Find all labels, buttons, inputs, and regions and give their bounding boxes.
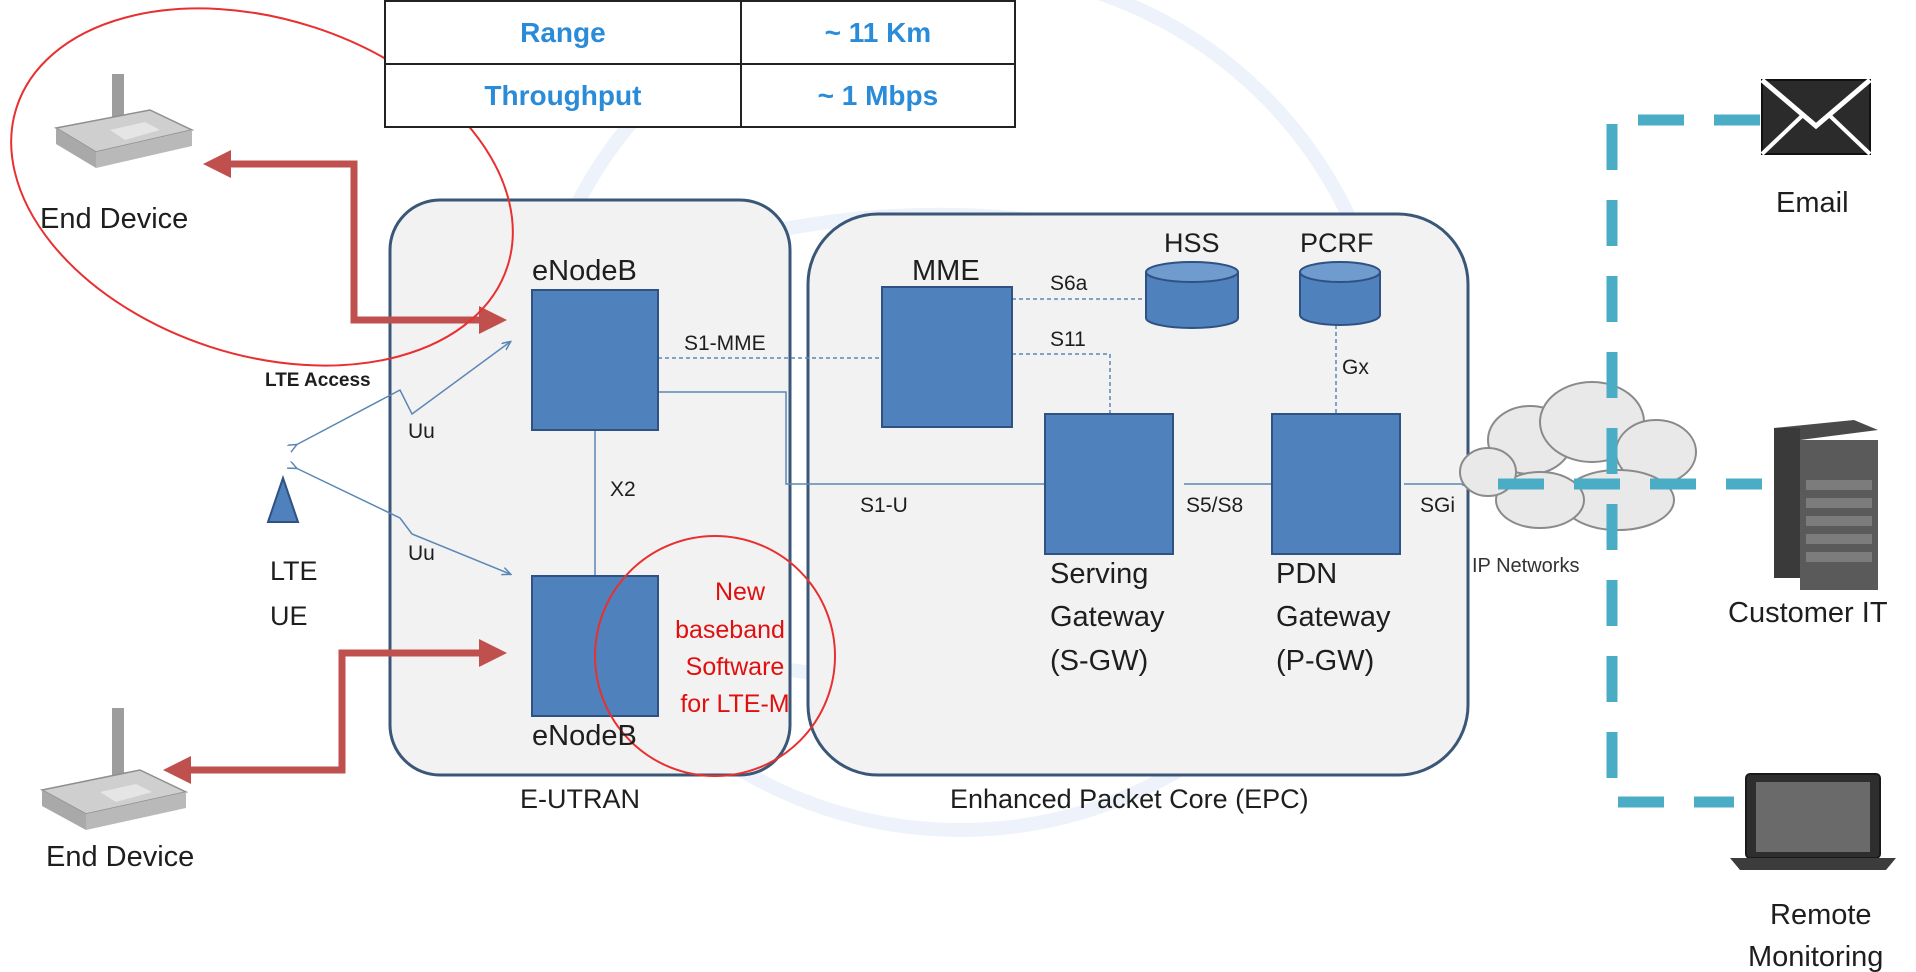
mme-label: MME bbox=[912, 255, 980, 287]
email-label: Email bbox=[1776, 187, 1849, 219]
interface-s1-u-label: S1-U bbox=[860, 494, 908, 517]
factory-icon-top bbox=[53, 74, 195, 168]
cloud-icon[interactable] bbox=[1459, 381, 1697, 531]
serving-gateway-box[interactable] bbox=[1044, 413, 1174, 555]
serving-gateway-label-line2: Gateway bbox=[1050, 601, 1165, 633]
hss-label: HSS bbox=[1164, 228, 1220, 258]
epc-group-label: Enhanced Packet Core (EPC) bbox=[950, 784, 1309, 814]
spec-row-throughput: Throughput ~ 1 Mbps bbox=[384, 63, 1017, 128]
eutran-group-label: E-UTRAN bbox=[520, 784, 640, 814]
enodeb-top-box[interactable] bbox=[531, 289, 659, 431]
laptop-icon[interactable] bbox=[1730, 773, 1896, 870]
customer-it-label: Customer IT bbox=[1728, 597, 1888, 629]
remote-monitoring-label-line2: Monitoring bbox=[1748, 941, 1883, 972]
ip-networks-label: IP Networks bbox=[1472, 555, 1579, 577]
baseband-highlight-circle bbox=[594, 535, 836, 777]
interface-sgi-label: SGi bbox=[1420, 494, 1455, 517]
interface-uu-top-label: Uu bbox=[408, 420, 435, 443]
end-device-highlight-circle bbox=[10, 7, 514, 367]
spec-table: Range ~ 11 Km Throughput ~ 1 Mbps bbox=[384, 0, 1017, 128]
serving-gateway-label-line1: Serving bbox=[1050, 558, 1148, 590]
pdn-gateway-label-line1: PDN bbox=[1276, 558, 1337, 590]
hss-database-icon[interactable] bbox=[1145, 261, 1239, 329]
pdn-gateway-label-line2: Gateway bbox=[1276, 601, 1391, 633]
pdn-gateway-label-line3: (P-GW) bbox=[1276, 645, 1374, 677]
new-baseband-line2: baseband bbox=[675, 616, 785, 644]
lte-ue-label-line1: LTE bbox=[270, 556, 318, 586]
serving-gateway-label-line3: (S-GW) bbox=[1050, 645, 1148, 677]
enodeb-bottom-label: eNodeB bbox=[532, 720, 637, 752]
radio-links bbox=[296, 342, 510, 574]
end-device-top-label: End Device bbox=[40, 203, 188, 235]
spec-label-range: Range bbox=[384, 0, 742, 65]
ip-service-links bbox=[1498, 114, 1762, 808]
interface-uu-bottom-label: Uu bbox=[408, 542, 435, 565]
lte-ue-label-line2: UE bbox=[270, 601, 308, 631]
interface-s11-label: S11 bbox=[1050, 328, 1086, 351]
interface-s6a-label: S6a bbox=[1050, 272, 1088, 295]
spec-label-throughput: Throughput bbox=[384, 63, 742, 128]
device-arrow-heads bbox=[163, 164, 507, 784]
antenna-icon bbox=[266, 474, 300, 523]
spec-value-throughput: ~ 1 Mbps bbox=[739, 63, 1017, 128]
email-icon[interactable] bbox=[1760, 78, 1872, 156]
end-device-bottom-label: End Device bbox=[46, 841, 194, 873]
enodeb-top-label: eNodeB bbox=[532, 255, 637, 287]
factory-icon-bottom bbox=[39, 708, 189, 830]
interface-gx-label: Gx bbox=[1342, 356, 1369, 379]
lte-access-label: LTE Access bbox=[265, 370, 371, 391]
mme-box[interactable] bbox=[881, 286, 1013, 428]
new-baseband-line3: Software bbox=[686, 653, 785, 681]
interface-s5-s8-label: S5/S8 bbox=[1186, 494, 1243, 517]
pcrf-label: PCRF bbox=[1300, 228, 1374, 258]
server-icon[interactable] bbox=[1774, 420, 1878, 590]
interface-x2-label: X2 bbox=[610, 478, 636, 501]
spec-value-range: ~ 11 Km bbox=[739, 0, 1017, 65]
control-plane-dashed-lines bbox=[658, 298, 1337, 414]
new-baseband-line4: for LTE-M bbox=[680, 690, 789, 718]
interface-s1-mme-label: S1-MME bbox=[684, 332, 766, 355]
pcrf-database-icon[interactable] bbox=[1299, 261, 1381, 326]
remote-monitoring-label-line1: Remote bbox=[1770, 899, 1872, 931]
pdn-gateway-box[interactable] bbox=[1271, 413, 1401, 555]
new-baseband-line1: New bbox=[715, 578, 766, 606]
spec-row-range: Range ~ 11 Km bbox=[384, 0, 1017, 65]
